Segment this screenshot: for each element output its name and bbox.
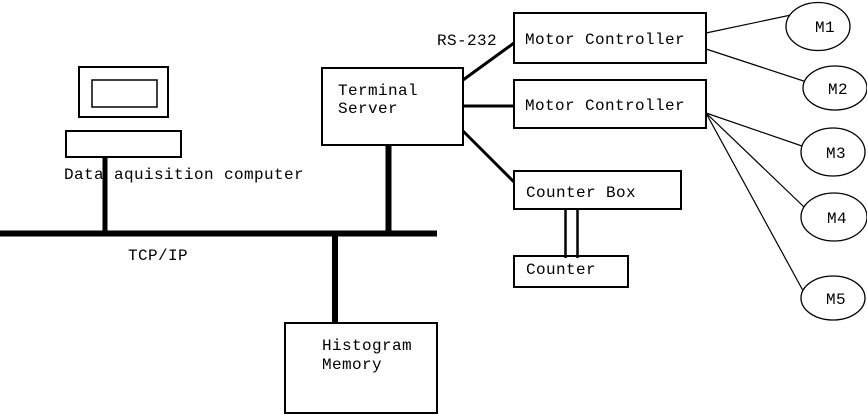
computer-label: Data aquisition computer (64, 166, 304, 184)
motor-controller-1-box (513, 12, 707, 64)
motor-m1-label: M1 (815, 19, 835, 37)
protocol-label: RS-232 (437, 32, 497, 50)
motor-m4-label: M4 (827, 210, 847, 228)
histogram-memory-box (284, 322, 438, 414)
motor-controller-2-box (513, 79, 707, 129)
line-mc2-m5 (705, 112, 814, 310)
motor-m3-label: M3 (826, 145, 846, 163)
counter-label: Counter (526, 261, 596, 279)
monitor-screen-icon (91, 79, 158, 108)
motor-m4-ellipse (800, 192, 867, 242)
computer-icon (65, 66, 182, 158)
rs232-link-motor-controller-1 (462, 41, 515, 82)
motor-controller-2-label: Motor Controller (525, 97, 685, 115)
motor-m5-label: M5 (826, 291, 846, 309)
motor-m2-ellipse (802, 65, 867, 111)
counter-box (513, 255, 629, 288)
bus-label: TCP/IP (128, 247, 188, 265)
terminal-server-label-line1: Terminal (338, 82, 418, 100)
motor-controller-1-label: Motor Controller (525, 31, 685, 49)
rs232-link-counter-box (461, 129, 516, 184)
histogram-memory-label-line1: Histogram (322, 337, 412, 355)
motor-m2-label: M2 (828, 81, 848, 99)
histogram-memory-label-line2: Memory (322, 356, 382, 374)
counter-box-box (513, 170, 682, 210)
motor-m1-ellipse (785, 1, 851, 52)
motor-m3-ellipse (800, 127, 866, 177)
terminal-server-label-line2: Server (338, 100, 398, 118)
terminal-server-box (321, 67, 464, 146)
counter-box-label: Counter Box (526, 184, 636, 202)
motor-m5-ellipse (800, 275, 866, 321)
keyboard-icon (65, 130, 182, 158)
